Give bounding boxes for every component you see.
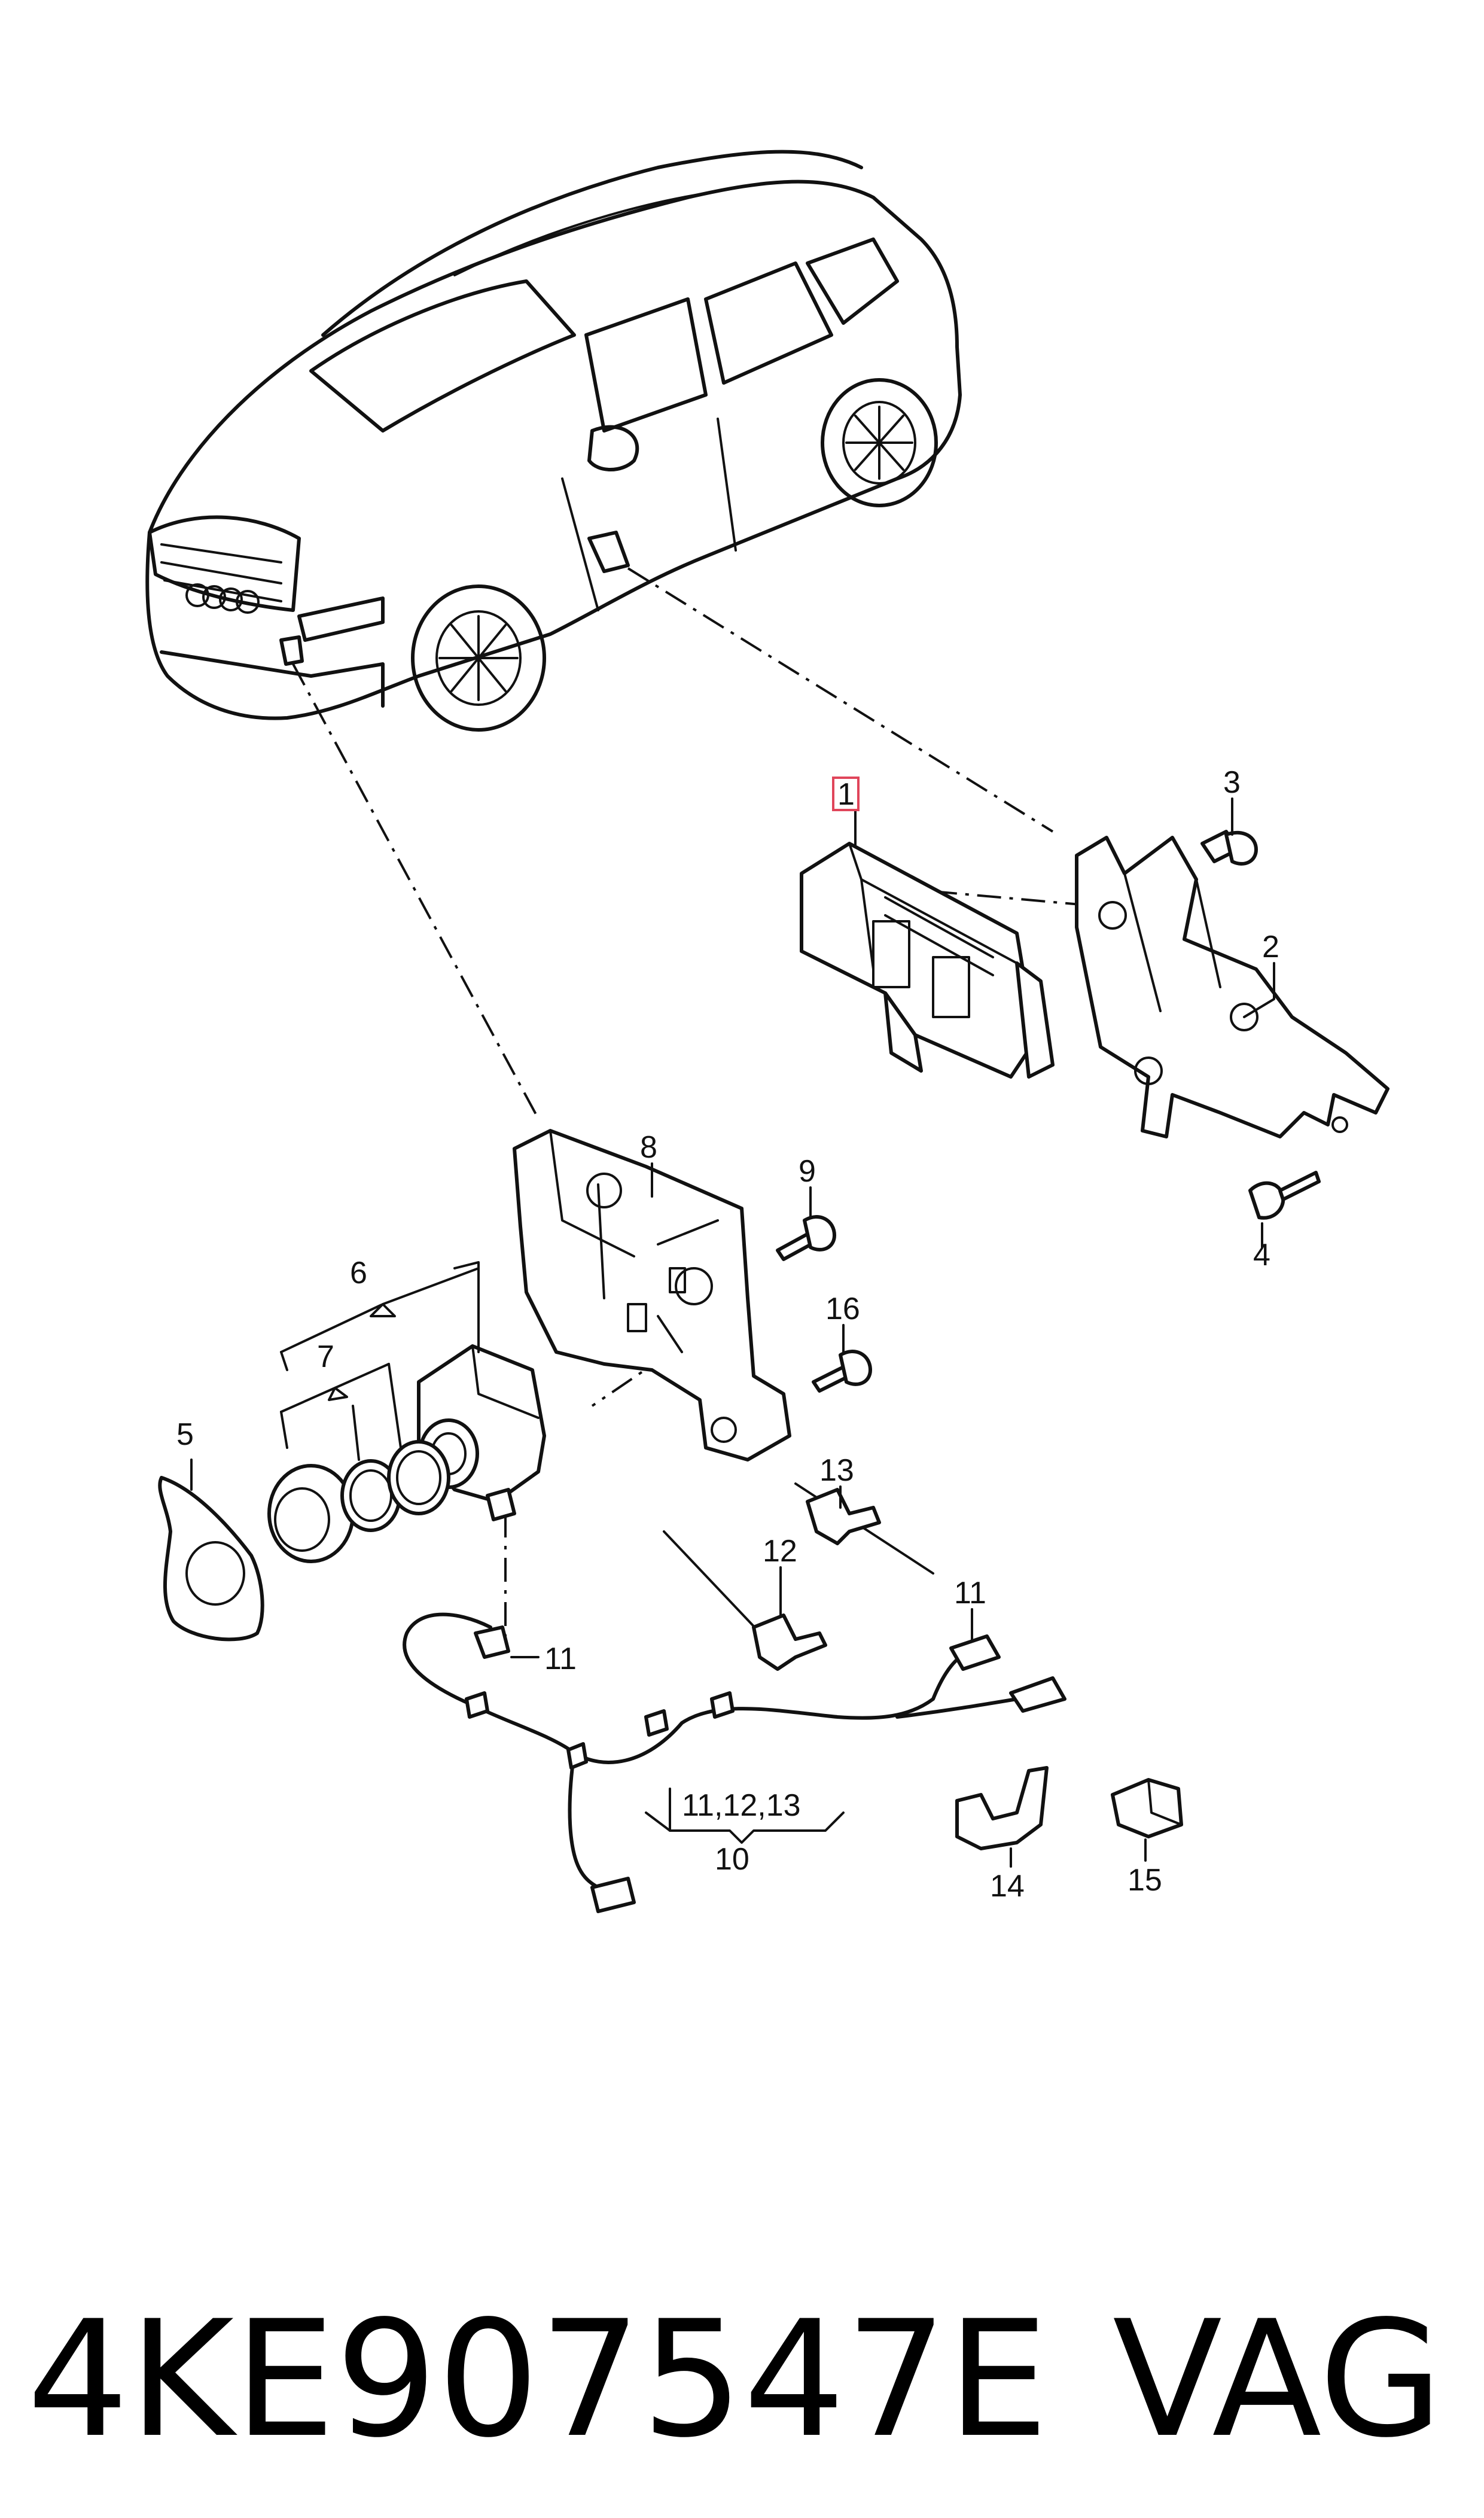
callout-12: 12 <box>763 1534 797 1569</box>
camera-part-6 <box>417 1344 546 1521</box>
screw-part-3 <box>1200 830 1258 866</box>
cable-tie-part-12 <box>663 1530 827 1671</box>
vehicle-illustration <box>145 150 962 732</box>
callout-4: 4 <box>1253 1238 1270 1272</box>
callout-6: 6 <box>350 1256 367 1290</box>
camera-bracket-part-8 <box>513 1129 791 1462</box>
callout-2: 2 <box>1262 930 1279 964</box>
trim-cover-part-5 <box>158 1476 264 1642</box>
bolt-part-16 <box>812 1350 872 1393</box>
wiring-harness-part-10 <box>403 1612 1066 1913</box>
control-unit-part-1 <box>800 842 1055 1079</box>
callout-14: 14 <box>990 1869 1025 1904</box>
callout-7: 7 <box>317 1339 334 1374</box>
highlight-box <box>832 777 860 811</box>
cable-tie-part-13 <box>794 1482 934 1575</box>
callout-3: 3 <box>1223 765 1241 800</box>
callout-11-12-13: 11,12,13 <box>682 1788 801 1823</box>
callout-10: 10 <box>715 1842 749 1877</box>
callout-5: 5 <box>176 1417 194 1452</box>
leader-lines <box>190 797 1275 1868</box>
callout-11-left: 11 <box>544 1642 577 1676</box>
callout-numbers: 1 2 3 4 5 6 7 8 9 16 13 12 11 11 11,12,1… <box>176 765 1279 1904</box>
callout-9: 9 <box>799 1154 816 1189</box>
callout-8: 8 <box>640 1130 657 1165</box>
screw-part-4 <box>1248 1171 1321 1220</box>
brand-caption: VAG <box>1113 2286 1443 2473</box>
clip-part-15 <box>1111 1778 1183 1838</box>
callout-11-right: 11 <box>954 1576 986 1610</box>
callout-15: 15 <box>1128 1863 1162 1898</box>
callout-1: 1 <box>837 777 855 812</box>
callout-13: 13 <box>819 1453 854 1488</box>
clip-part-14 <box>955 1766 1049 1850</box>
lens-part-7 <box>267 1440 450 1563</box>
bolt-part-9 <box>776 1215 836 1261</box>
callout-16: 16 <box>825 1292 860 1326</box>
bracket-part-2 <box>1075 836 1389 1138</box>
part-number-caption: 4KE907547E <box>27 2286 1049 2473</box>
